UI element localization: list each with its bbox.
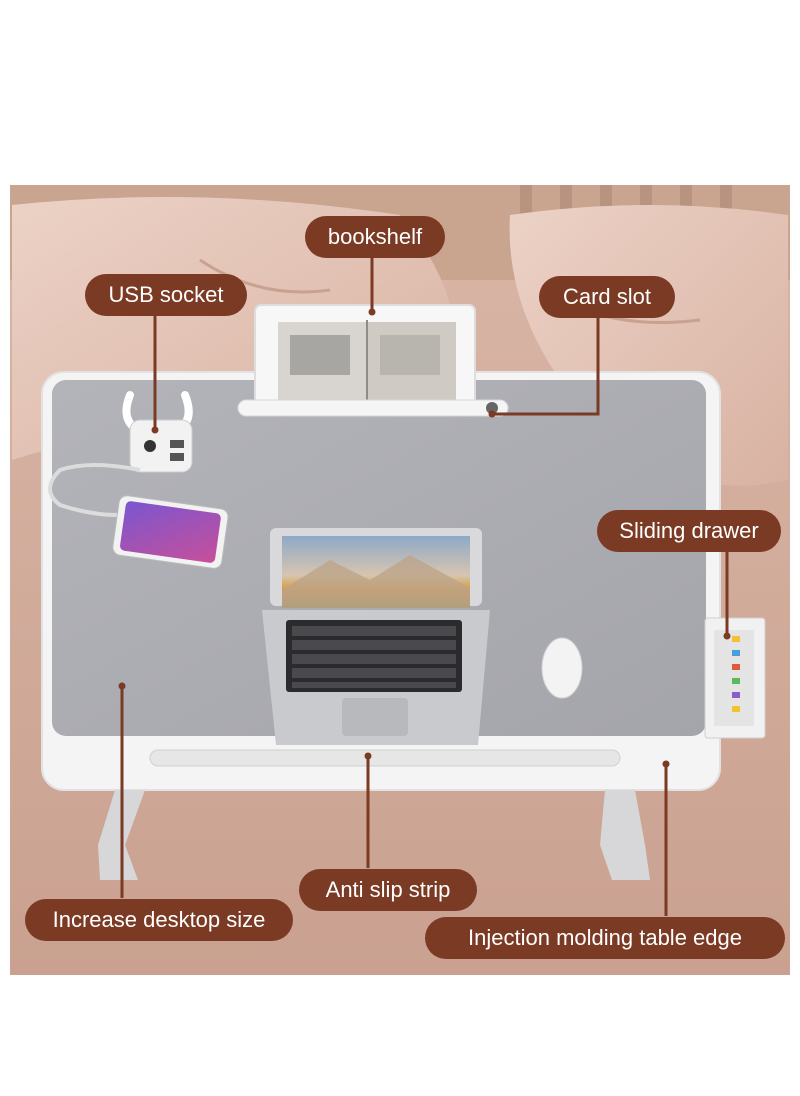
label-injection-molding-table-edge: Injection molding table edge [425,917,785,959]
mouse-icon [541,637,583,699]
usb-cable [48,463,141,517]
bookshelf [237,304,509,417]
label-anti-slip-strip: Anti slip strip [299,869,477,911]
marker-usb-socket [151,426,159,434]
marker-anti-slip-strip [364,752,372,760]
marker-sliding-drawer [723,632,731,640]
label-bookshelf: bookshelf [305,216,445,258]
marker-table-edge [662,760,670,768]
label-card-slot: Card slot [539,276,675,318]
callout-card-slot [492,318,600,416]
marker-increase-desktop-size [118,682,126,690]
open-book-icon [278,320,456,412]
laptop-icon [262,528,490,745]
smartphone-icon [112,495,229,569]
label-usb-socket: USB socket [85,274,247,316]
card-slot [486,402,498,414]
drawer-icon [704,617,766,739]
anti-slip-strip [149,749,621,767]
right-leg [600,790,650,880]
marker-card-slot [488,410,496,418]
label-increase-desktop-size: Increase desktop size [25,899,293,941]
usb-socket-icon [122,391,193,473]
marker-bookshelf [368,308,376,316]
callout-lines [120,258,729,916]
label-sliding-drawer: Sliding drawer [597,510,781,552]
laptop-trackpad [342,698,408,736]
